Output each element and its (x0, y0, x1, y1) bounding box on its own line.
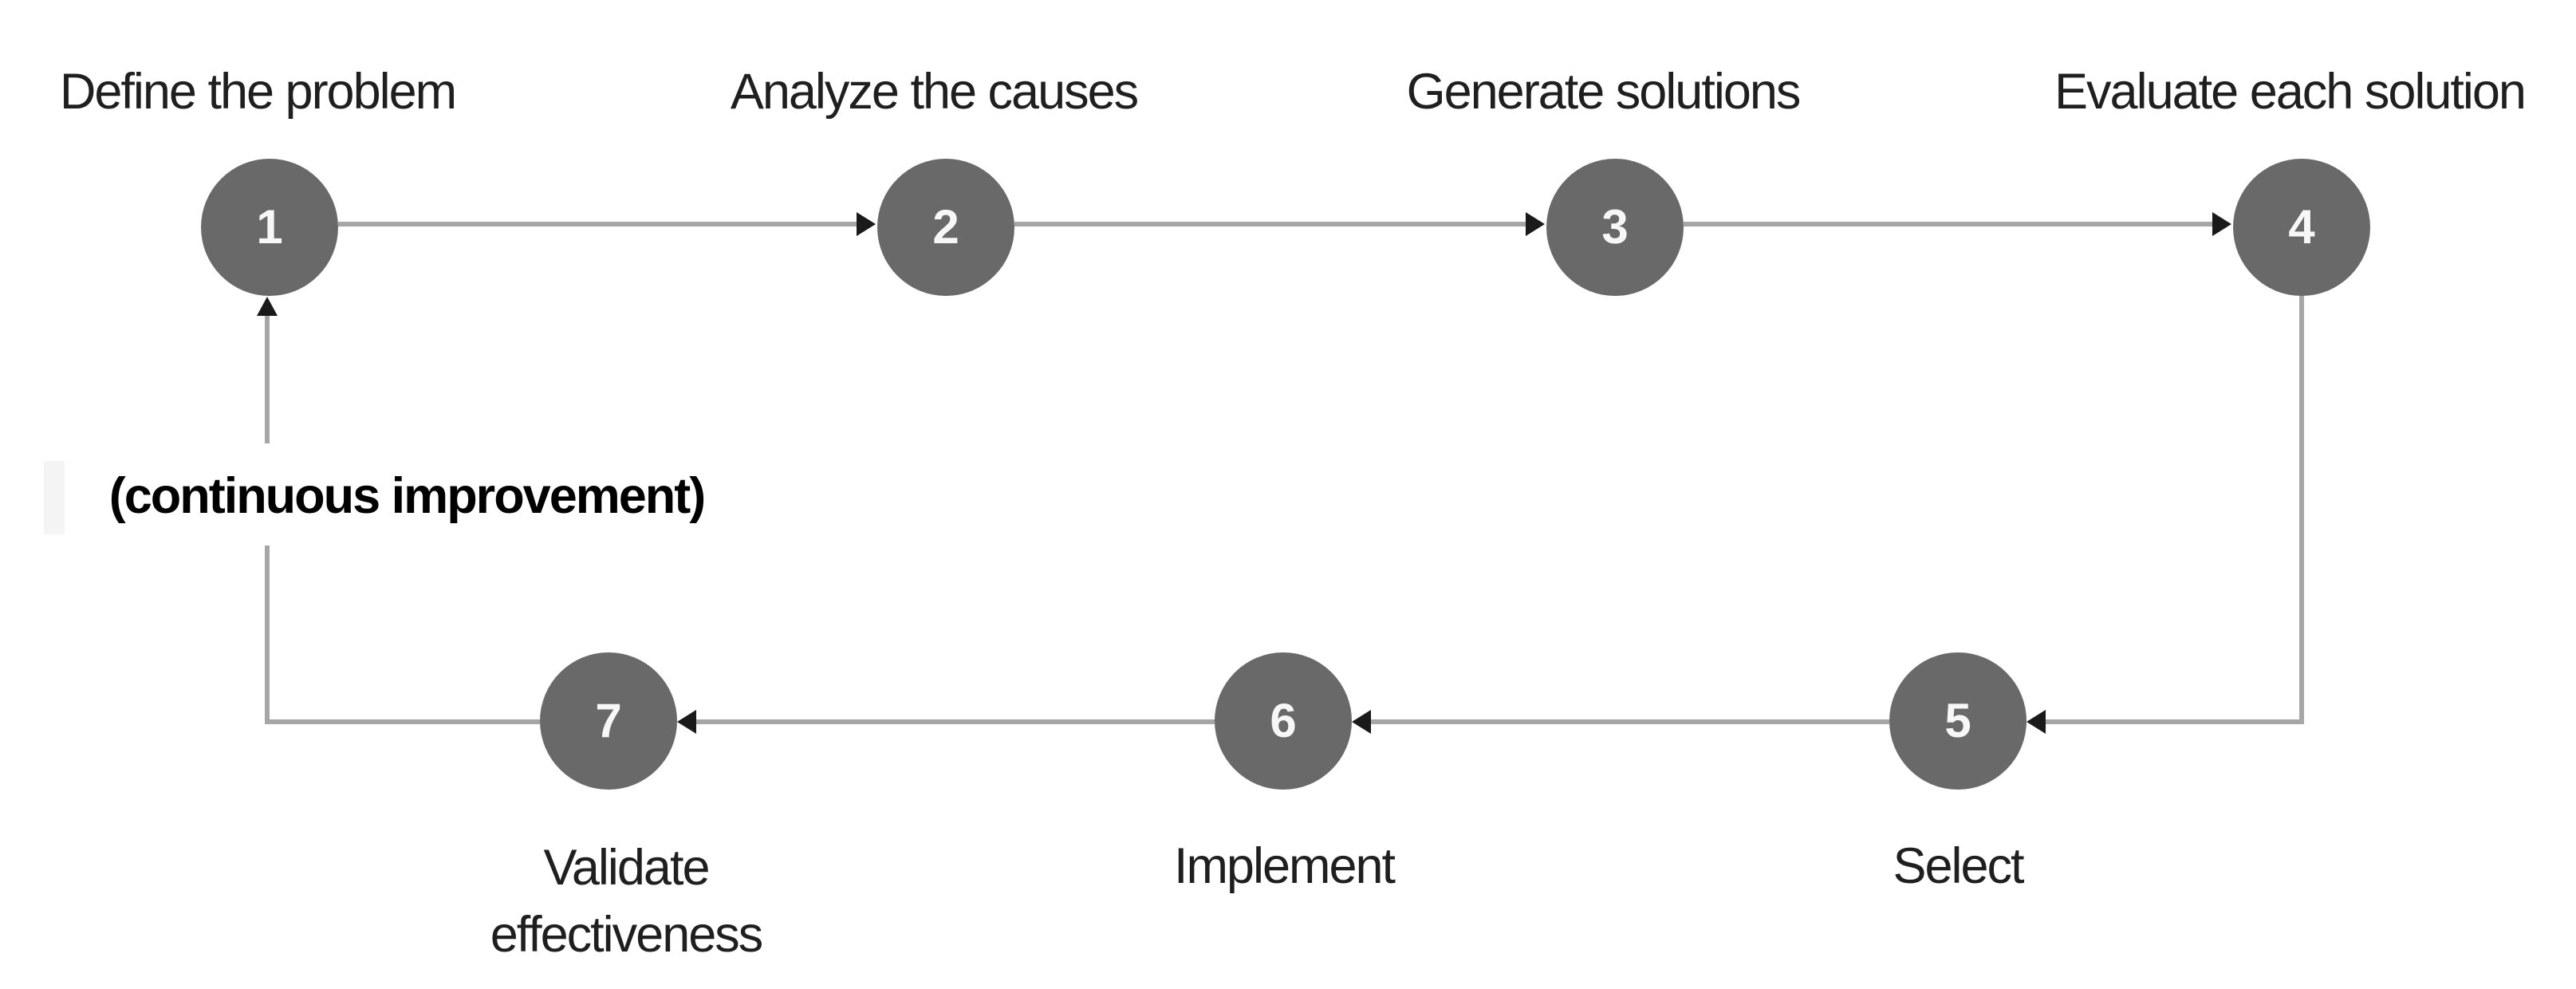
step-node-3: 3 (1546, 159, 1684, 296)
step-number-1: 1 (256, 200, 283, 254)
loop-label: (continuous improvement) (80, 443, 734, 546)
step-node-4: 4 (2233, 159, 2370, 296)
arrowhead-into-7-icon (677, 710, 696, 734)
arrowhead-into-2-icon (857, 212, 876, 236)
connector-1-2 (338, 222, 857, 227)
step-number-5: 5 (1944, 694, 1971, 747)
step-label-generate-solutions: Generate solutions (1406, 64, 1802, 120)
edge-artifact (44, 461, 65, 534)
arrowhead-into-1-icon (257, 297, 278, 316)
step-number-3: 3 (1601, 200, 1629, 254)
arrowhead-into-4-icon (2212, 212, 2231, 236)
step-node-6: 6 (1215, 652, 1352, 790)
connector-7-corner (265, 719, 540, 724)
step-label-define-problem: Define the problem (59, 64, 457, 120)
connector-3-4 (1684, 222, 2212, 227)
arrowhead-into-3-icon (1526, 212, 1545, 236)
connector-5-6 (1371, 719, 1889, 724)
arrowhead-into-5-icon (2027, 710, 2046, 734)
step-label-implement: Implement (1173, 838, 1396, 894)
step-number-4: 4 (2288, 200, 2315, 254)
step-number-2: 2 (932, 200, 959, 254)
step-node-1: 1 (201, 159, 338, 296)
step-label-validate-effectiveness: Validate effectiveness (490, 840, 764, 963)
connector-corner-5 (2046, 719, 2304, 724)
step-number-6: 6 (1270, 694, 1297, 747)
connector-4-down (2299, 296, 2304, 724)
connector-2-3 (1014, 222, 1526, 227)
step-node-2: 2 (877, 159, 1014, 296)
arrowhead-into-6-icon (1352, 710, 1371, 734)
step-label-select: Select (1893, 838, 2024, 894)
step-label-analyze-causes: Analyze the causes (730, 64, 1139, 120)
step-number-7: 7 (595, 694, 622, 747)
connector-6-7 (696, 719, 1215, 724)
step-node-5: 5 (1889, 652, 2027, 790)
step-node-7: 7 (540, 652, 677, 790)
step-label-evaluate-solutions: Evaluate each solution (2054, 64, 2527, 120)
